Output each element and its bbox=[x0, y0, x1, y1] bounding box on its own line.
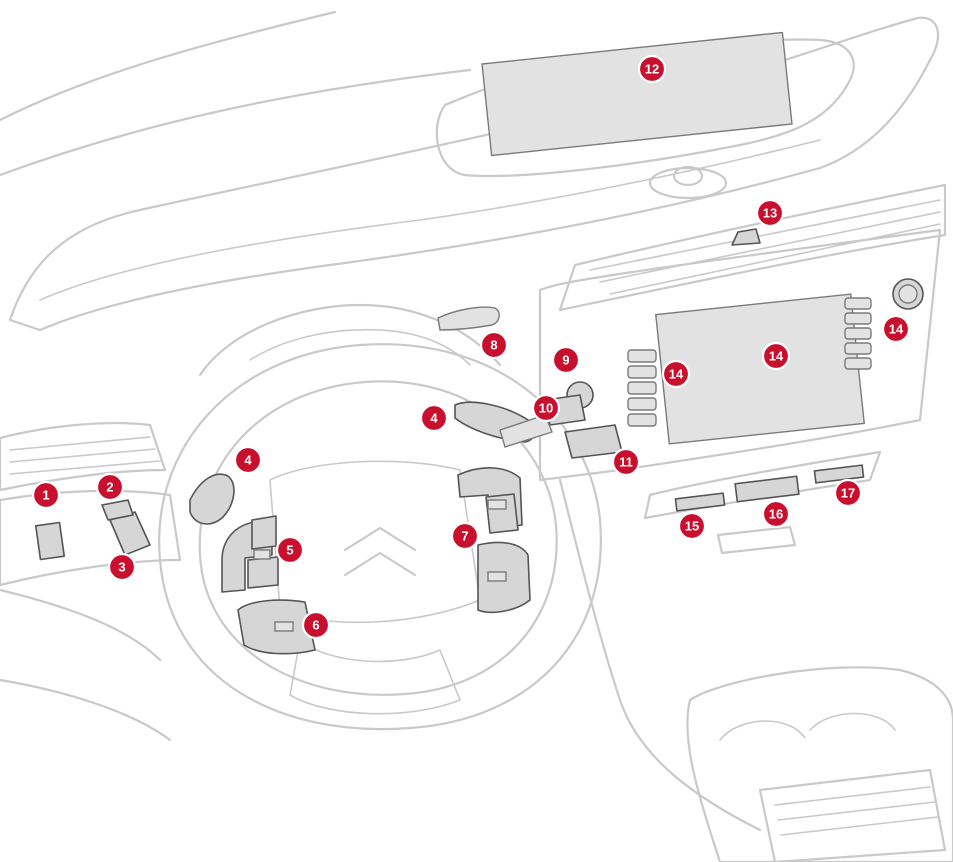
callout-4-left: 4 bbox=[233, 445, 263, 475]
steering-wheel-rim-inner bbox=[198, 380, 558, 696]
instrument-cluster-inner bbox=[249, 328, 471, 366]
svg-text:1: 1 bbox=[42, 488, 49, 503]
svg-text:14: 14 bbox=[769, 349, 784, 364]
svg-text:9: 9 bbox=[562, 353, 569, 368]
steering-wheel-rim-outer bbox=[158, 343, 602, 731]
left-gear-paddle bbox=[189, 473, 235, 525]
climate-button-right bbox=[813, 464, 865, 484]
svg-text:13: 13 bbox=[763, 206, 777, 221]
console-drawer bbox=[758, 768, 947, 862]
callout-3: 3 bbox=[107, 552, 137, 582]
windscreen-top-line bbox=[0, 10, 337, 122]
sensor-housing bbox=[437, 306, 500, 331]
centre-vent-slats bbox=[589, 199, 941, 295]
left-dash-lower bbox=[0, 588, 172, 742]
svg-text:2: 2 bbox=[106, 480, 113, 495]
left-hub-controls bbox=[221, 515, 279, 593]
callout-1: 1 bbox=[31, 480, 61, 510]
callout-5: 5 bbox=[275, 535, 305, 565]
svg-text:15: 15 bbox=[685, 519, 699, 534]
callout-11: 11 bbox=[611, 447, 641, 477]
svg-text:10: 10 bbox=[539, 401, 553, 416]
svg-text:12: 12 bbox=[645, 62, 659, 77]
climate-button-centre bbox=[734, 475, 800, 503]
callout-8: 8 bbox=[479, 330, 509, 360]
volume-knob-inner bbox=[898, 284, 918, 304]
svg-text:7: 7 bbox=[461, 529, 468, 544]
svg-text:4: 4 bbox=[244, 453, 252, 468]
svg-text:17: 17 bbox=[841, 486, 855, 501]
dashboard-top-inner bbox=[39, 139, 821, 301]
svg-text:11: 11 bbox=[619, 455, 633, 470]
callout-14-screen: 14 bbox=[761, 341, 791, 371]
console-tunnel bbox=[686, 666, 953, 862]
hazard-switch bbox=[731, 228, 761, 246]
callout-17: 17 bbox=[833, 478, 863, 508]
steering-column-stalk bbox=[499, 414, 553, 448]
mirror-switch bbox=[34, 521, 66, 561]
console-lower-recess bbox=[716, 525, 797, 555]
callout-10: 10 bbox=[531, 393, 561, 423]
brand-logo-chevrons bbox=[343, 526, 417, 577]
callout-7: 7 bbox=[450, 521, 480, 551]
centre-console-face bbox=[538, 228, 942, 482]
steering-wheel-lower-spoke bbox=[289, 639, 461, 715]
right-screen-buttons bbox=[844, 297, 872, 370]
callout-16: 16 bbox=[761, 499, 791, 529]
wiper-stalk-end bbox=[101, 499, 134, 521]
svg-text:16: 16 bbox=[769, 507, 783, 522]
right-hub-controls bbox=[457, 467, 531, 614]
callout-14-left: 14 bbox=[661, 359, 691, 389]
head-up-display-screen bbox=[481, 31, 793, 157]
svg-text:14: 14 bbox=[889, 322, 904, 337]
centre-console-side bbox=[558, 478, 762, 832]
dash-top-knob bbox=[672, 165, 704, 187]
windscreen-lower-line bbox=[0, 68, 472, 177]
climate-button-left bbox=[674, 492, 726, 512]
left-vent-slats bbox=[9, 436, 161, 475]
dashboard-top bbox=[8, 16, 940, 332]
callout-14-right: 14 bbox=[881, 314, 911, 344]
cupholders bbox=[719, 712, 896, 741]
svg-text:8: 8 bbox=[490, 338, 497, 353]
svg-text:5: 5 bbox=[286, 543, 293, 558]
svg-text:4: 4 bbox=[430, 411, 438, 426]
instrument-cluster-hood bbox=[198, 303, 502, 377]
callout-13: 13 bbox=[755, 198, 785, 228]
left-lower-hub-controls bbox=[237, 599, 316, 655]
callout-15: 15 bbox=[677, 511, 707, 541]
svg-text:6: 6 bbox=[312, 618, 319, 633]
left-screen-buttons bbox=[627, 349, 657, 427]
callout-6: 6 bbox=[301, 610, 331, 640]
callout-4-right: 4 bbox=[419, 403, 449, 433]
console-drawer-slats bbox=[774, 786, 939, 836]
callout-12: 12 bbox=[637, 54, 667, 84]
centre-vent-band bbox=[558, 183, 947, 312]
callout-9: 9 bbox=[551, 345, 581, 375]
callout-2: 2 bbox=[95, 472, 125, 502]
svg-text:14: 14 bbox=[669, 367, 684, 382]
svg-text:3: 3 bbox=[118, 560, 125, 575]
